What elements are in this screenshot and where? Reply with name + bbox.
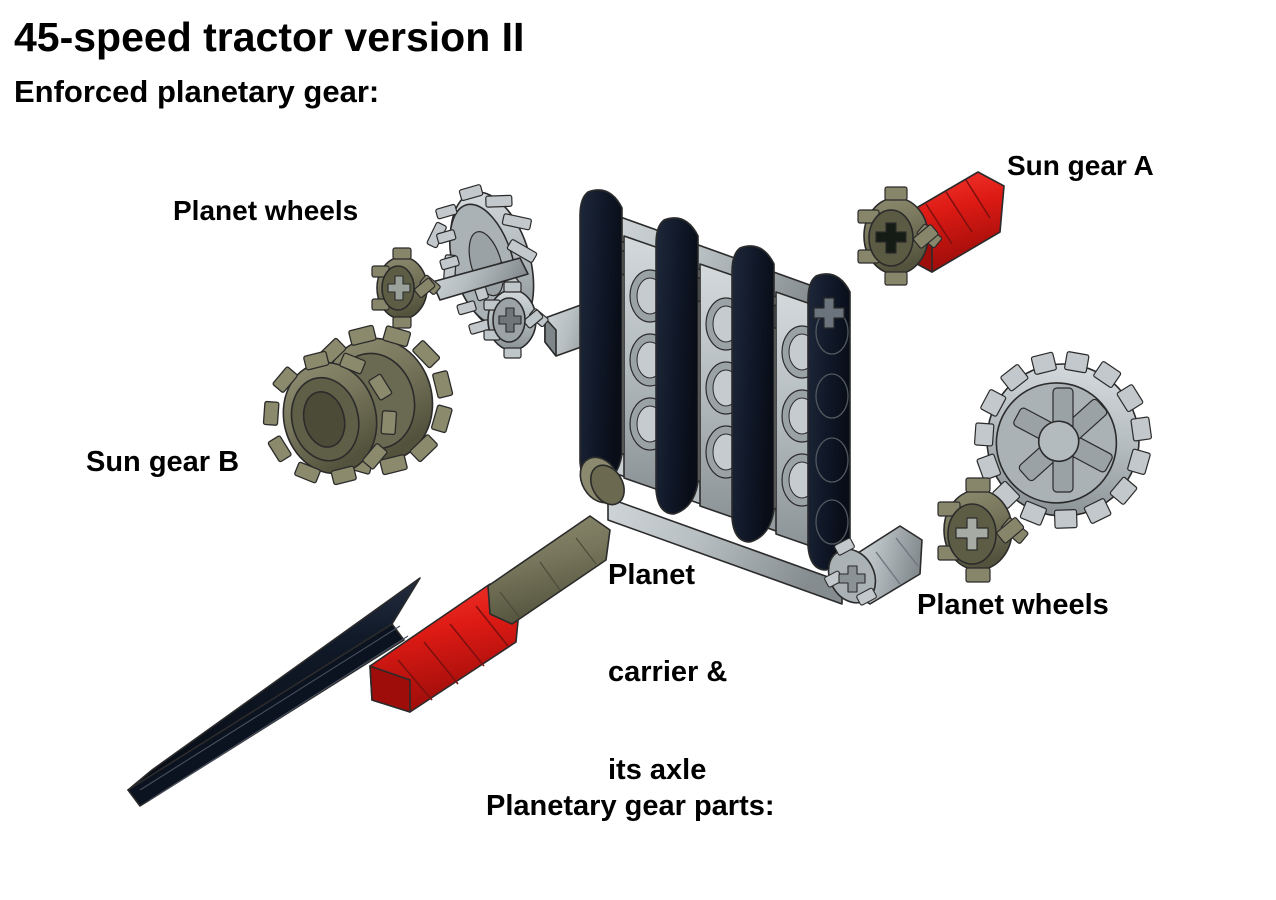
part-planet-wheels-top	[371, 184, 617, 359]
label-sun-gear-b: Sun gear B	[86, 446, 240, 478]
part-sun-gear-a	[857, 171, 1005, 286]
label-planet-carrier: Planet carrier & its axle	[608, 494, 727, 851]
page-title: 45-speed tractor version II	[14, 14, 525, 60]
label-planet-wheels-top: Planet wheels	[173, 195, 359, 226]
label-planet-wheels-bottom: Planet wheels	[917, 589, 1109, 621]
part-sun-gear-b	[262, 324, 454, 486]
part-planet-wheels-bottom	[824, 351, 1153, 606]
part-carrier-axle	[127, 456, 625, 807]
label-planet-carrier-line1: Planet	[608, 558, 696, 591]
figure-caption: Planetary gear parts:	[486, 790, 775, 822]
page-subtitle: Enforced planetary gear:	[14, 74, 380, 109]
label-planet-carrier-line3: its axle	[608, 753, 707, 786]
label-planet-carrier-line2: carrier &	[608, 656, 728, 689]
label-sun-gear-a: Sun gear A	[1007, 150, 1154, 181]
